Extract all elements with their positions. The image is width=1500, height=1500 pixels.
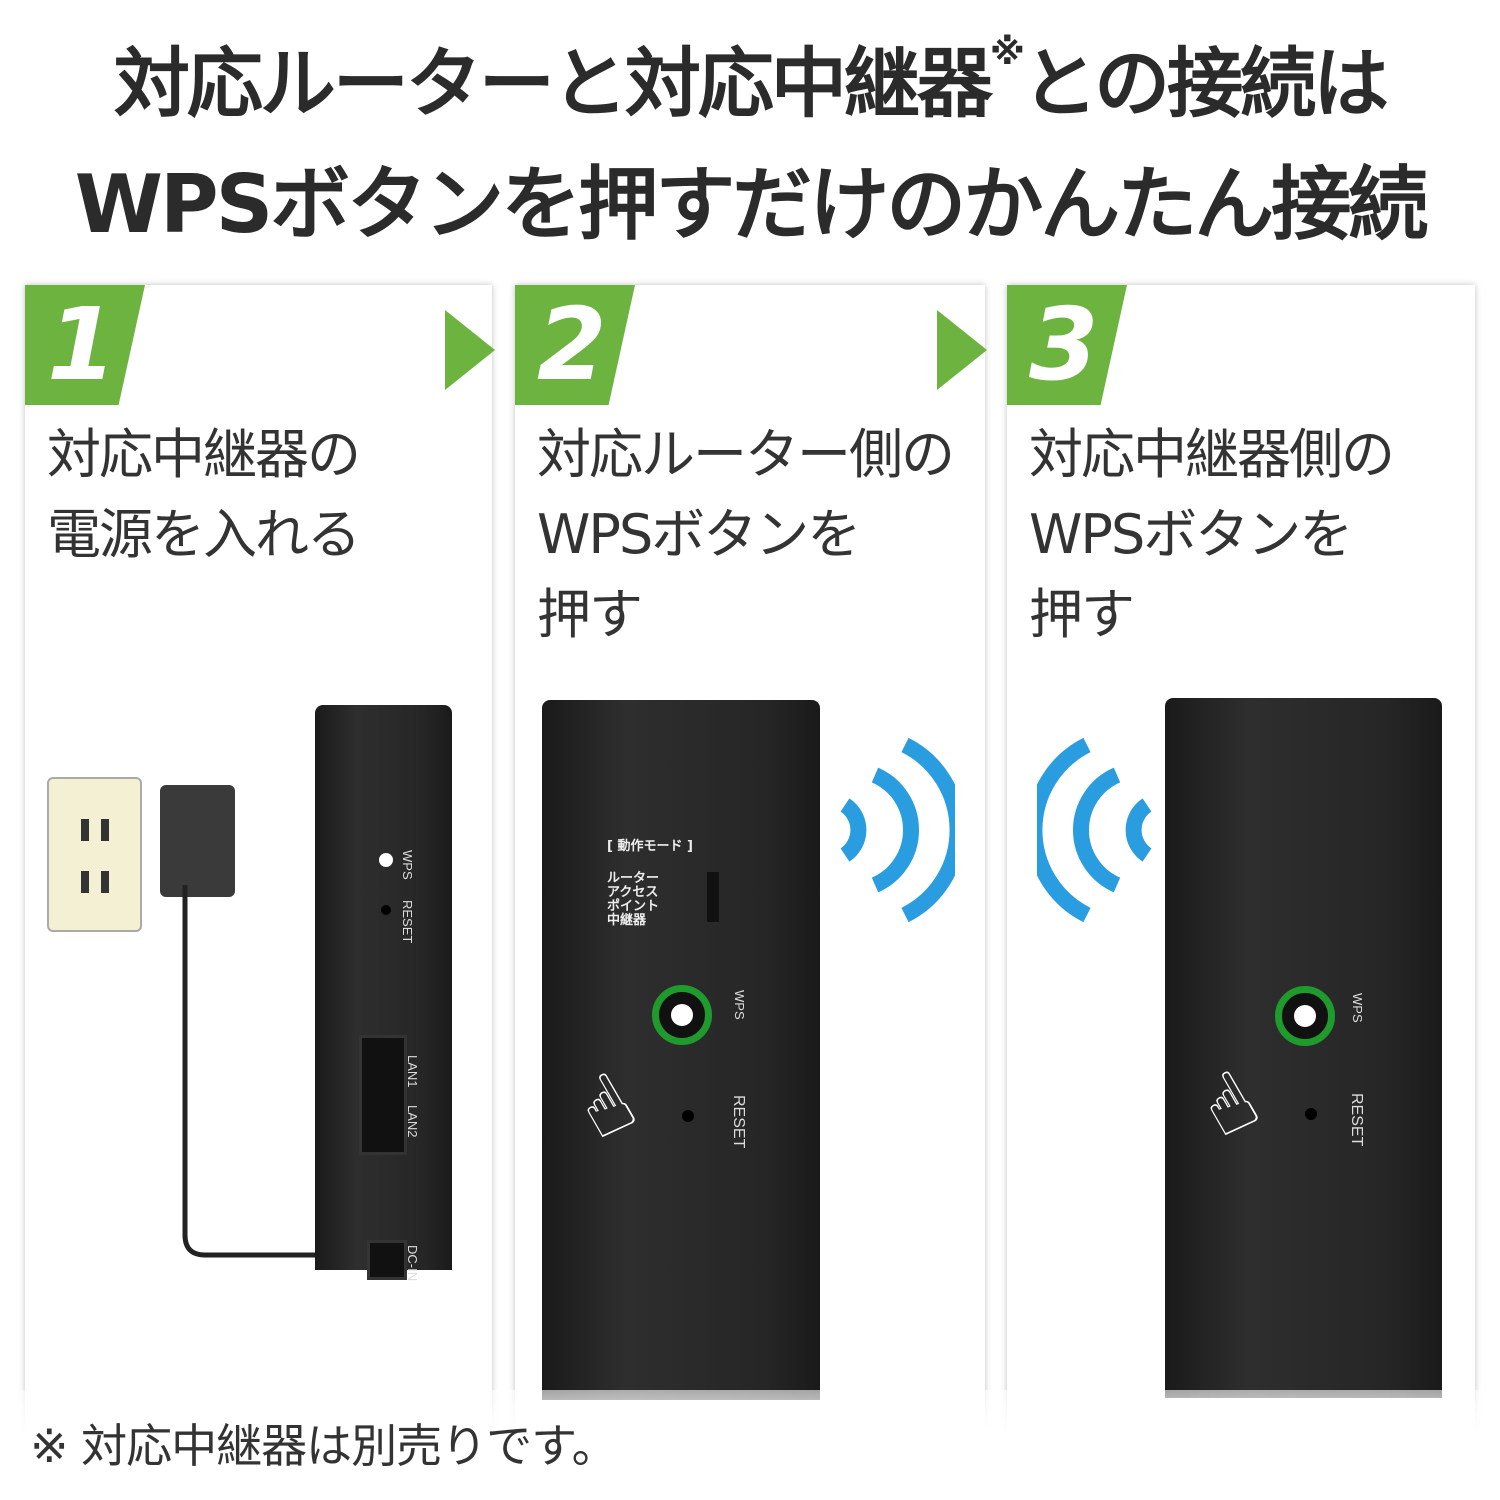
lan-ports	[359, 1035, 407, 1155]
reset-label: RESET	[730, 1095, 747, 1149]
pointing-hand-icon: ☝	[1185, 1052, 1274, 1157]
wps-button[interactable]	[379, 853, 393, 867]
router-device: [ 動作モード ] ルーターアクセスポイント中継器 WPS RESET ☝	[542, 700, 820, 1400]
mode-switch-title: [ 動作モード ]	[607, 839, 693, 854]
ac-adapter-icon	[160, 785, 235, 897]
repeater-device: WPS RESET LAN1 LAN2 DC-IN	[315, 705, 452, 1281]
step-panel-3: 3 対応中継器側の WPSボタンを 押す WPS RESET ☝	[1007, 285, 1475, 1500]
step-panel-1: 1 対応中継器の 電源を入れる WPS RESET LAN1 LAN2 DC-I…	[25, 285, 492, 1500]
step-text: 対応中継器側の WPSボタンを 押す	[1029, 423, 1395, 646]
wifi-signal-icon	[1037, 737, 1152, 923]
wps-button[interactable]	[652, 985, 712, 1045]
wps-label: WPS	[400, 850, 415, 880]
step-number-badge: 2	[515, 285, 635, 405]
wifi-signal-icon	[840, 737, 955, 923]
mode-ap-2: ポイント	[607, 899, 660, 914]
step-text: 対応中継器の 電源を入れる	[47, 423, 361, 566]
next-arrow-icon	[937, 310, 987, 390]
reset-label: RESET	[1348, 1093, 1365, 1147]
bottom-fade	[0, 1390, 1500, 1500]
wps-label: WPS	[1350, 993, 1365, 1023]
step-panel-2: 2 対応ルーター側の WPSボタンを 押す [ 動作モード ] ルーターアクセス…	[515, 285, 985, 1500]
headline-line-2: WPSボタンを押すだけのかんたん接続	[74, 158, 1429, 251]
wps-label: WPS	[732, 990, 747, 1020]
reset-button[interactable]	[682, 1110, 694, 1122]
mode-repeater: 中継器	[607, 913, 647, 928]
mode-router: ルーター	[607, 871, 660, 886]
headline-line-1: 対応ルーターと対応中継器※との接続は	[0, 22, 1500, 132]
mode-ap-1: アクセス	[607, 885, 659, 900]
step-number: 2	[537, 286, 607, 403]
dc-in-label: DC-IN	[405, 1245, 420, 1282]
step-number: 1	[47, 286, 117, 403]
next-arrow-icon	[445, 310, 495, 390]
lan1-label: LAN1	[405, 1055, 420, 1088]
reset-button[interactable]	[1305, 1108, 1317, 1120]
lan2-label: LAN2	[405, 1105, 420, 1138]
headline-text: 対応ルーターと対応中継器	[113, 39, 993, 128]
wps-button[interactable]	[1275, 986, 1335, 1046]
dc-in-port	[367, 1240, 407, 1280]
step-number: 3	[1029, 286, 1099, 403]
wall-outlet-icon	[47, 777, 142, 932]
mode-switch[interactable]	[707, 872, 719, 922]
mode-switch-labels: ルーターアクセスポイント中継器	[607, 872, 659, 928]
reset-button[interactable]	[381, 905, 391, 915]
step-number-badge: 1	[25, 285, 145, 405]
step-text: 対応ルーター側の WPSボタンを 押す	[537, 423, 955, 646]
headline-text-end: との接続は	[1021, 39, 1389, 128]
pointing-hand-icon: ☝	[562, 1054, 651, 1159]
reset-label: RESET	[400, 900, 415, 944]
footnote-mark: ※	[989, 32, 1025, 73]
footnote: ※ 対応中継器は別売りです。	[30, 1419, 618, 1473]
step-number-badge: 3	[1007, 285, 1127, 405]
repeater-device: WPS RESET ☝	[1165, 698, 1442, 1398]
